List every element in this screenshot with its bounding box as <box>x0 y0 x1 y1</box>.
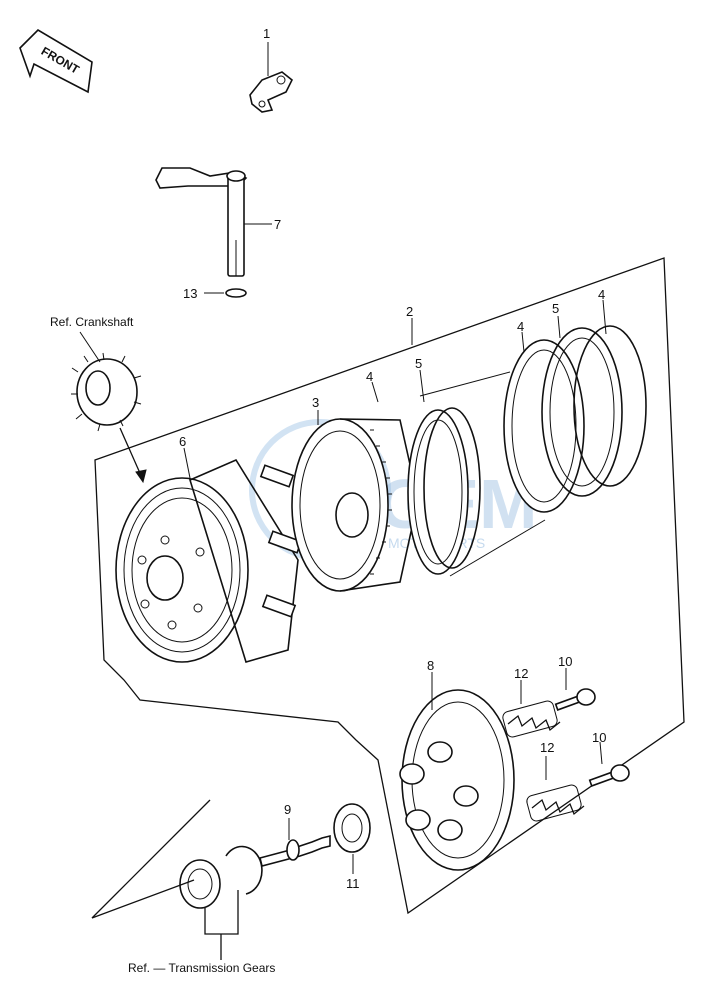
callout-12b: 12 <box>540 740 554 755</box>
part-3-clutch-hub <box>291 418 419 592</box>
callout-10b: 10 <box>592 730 606 745</box>
part-12-spring-lower <box>526 784 585 822</box>
callout-2: 2 <box>406 304 413 319</box>
part-11-bearing <box>333 803 371 853</box>
part-10-bolt-lower <box>588 764 630 787</box>
part-6-clutch-housing <box>115 458 303 663</box>
part-10-bolt-upper <box>554 688 596 711</box>
ref-crankshaft-label: Ref. Crankshaft <box>50 315 134 329</box>
part-13-o-ring <box>225 288 247 298</box>
callout-3: 3 <box>312 395 319 410</box>
part-1-bracket <box>249 71 294 113</box>
callout-4b: 4 <box>517 319 524 334</box>
leader-lines <box>79 299 607 780</box>
crankshaft-gear <box>71 352 142 432</box>
part-12-spring-upper <box>502 700 561 738</box>
part-9-push-rod <box>259 834 331 867</box>
callout-7: 7 <box>274 217 281 232</box>
callout-8: 8 <box>427 658 434 673</box>
callout-10a: 10 <box>558 654 572 669</box>
callout-13: 13 <box>183 286 197 301</box>
callout-6: 6 <box>179 434 186 449</box>
ref-transmission-label: Ref. — Transmission Gears <box>128 961 275 975</box>
front-direction-badge: FRONT <box>19 28 93 94</box>
callout-12a: 12 <box>514 666 528 681</box>
callout-5b: 5 <box>552 301 559 316</box>
callout-4a: 4 <box>366 369 373 384</box>
transmission-washers <box>179 845 263 909</box>
callout-11: 11 <box>346 876 360 891</box>
part-8-pressure-plate <box>399 689 515 871</box>
callout-4c: 4 <box>598 287 605 302</box>
plates-group-b <box>503 325 647 513</box>
assembly-panel-outline <box>94 257 685 915</box>
plates-group-a <box>407 407 481 575</box>
callout-9: 9 <box>284 802 291 817</box>
part-7-release-lever <box>155 167 248 277</box>
callout-1: 1 <box>263 26 270 41</box>
callout-5a: 5 <box>415 356 422 371</box>
